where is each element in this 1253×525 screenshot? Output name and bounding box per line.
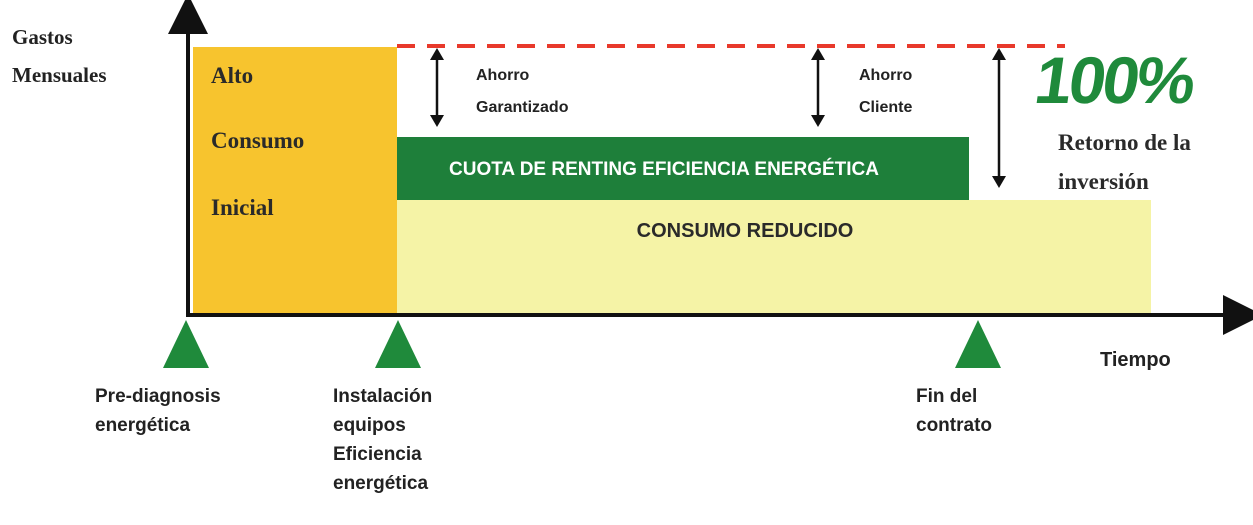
reduced-consumption-block: [397, 200, 1151, 313]
milestone-marker-contract-end: [955, 320, 1001, 368]
renting-fee-band: [397, 137, 969, 200]
savings-guaranteed-label-line-1: Ahorro: [476, 67, 530, 84]
savings-client-label-line-2: Cliente: [859, 99, 912, 116]
milestone-label-line: Eficiencia: [333, 444, 422, 465]
x-axis-label: Tiempo: [1100, 349, 1171, 371]
reduced-consumption-label: CONSUMO REDUCIDO: [637, 220, 854, 242]
milestone-label-pre-diagnosis: Pre-diagnosis energética: [95, 382, 221, 440]
savings-guaranteed-label-line-2: Garantizado: [476, 99, 569, 116]
full-return-percent: 100%: [1030, 44, 1199, 118]
savings-guaranteed-arrow: [430, 48, 444, 127]
milestone-label-line: contrato: [916, 415, 992, 436]
milestone-label-line: energética: [333, 473, 429, 494]
milestone-marker-pre-diagnosis: [163, 320, 209, 368]
milestone-label-line: Pre-diagnosis: [95, 386, 221, 407]
milestone-label-contract-end: Fin del contrato: [916, 382, 992, 440]
initial-block-label-line-3: Inicial: [211, 195, 274, 220]
milestone-label-line: equipos: [333, 415, 406, 436]
renting-fee-label: CUOTA DE RENTING EFICIENCIA ENERGÉTICA: [449, 158, 879, 180]
return-label-line-1: Retorno de la: [1058, 130, 1191, 155]
savings-client-arrow: [811, 48, 825, 127]
return-arrow: [992, 48, 1006, 188]
milestone-label-line: Instalación: [333, 386, 433, 407]
milestone-marker-installation: [375, 320, 421, 368]
milestone-label-line: Fin del: [916, 386, 978, 407]
y-axis-label-line-2: Mensuales: [12, 63, 107, 87]
initial-block-label-line-2: Consumo: [211, 128, 304, 153]
milestone-label-line: energética: [95, 415, 191, 436]
milestone-label-installation: Instalación equipos Eficiencia energétic…: [333, 382, 432, 498]
y-axis-label-line-1: Gastos: [12, 25, 73, 49]
savings-client-label-line-1: Ahorro: [859, 67, 913, 84]
initial-block-label-line-1: Alto: [211, 63, 253, 88]
initial-consumption-block: [193, 47, 397, 313]
return-label-line-2: inversión: [1058, 169, 1149, 194]
